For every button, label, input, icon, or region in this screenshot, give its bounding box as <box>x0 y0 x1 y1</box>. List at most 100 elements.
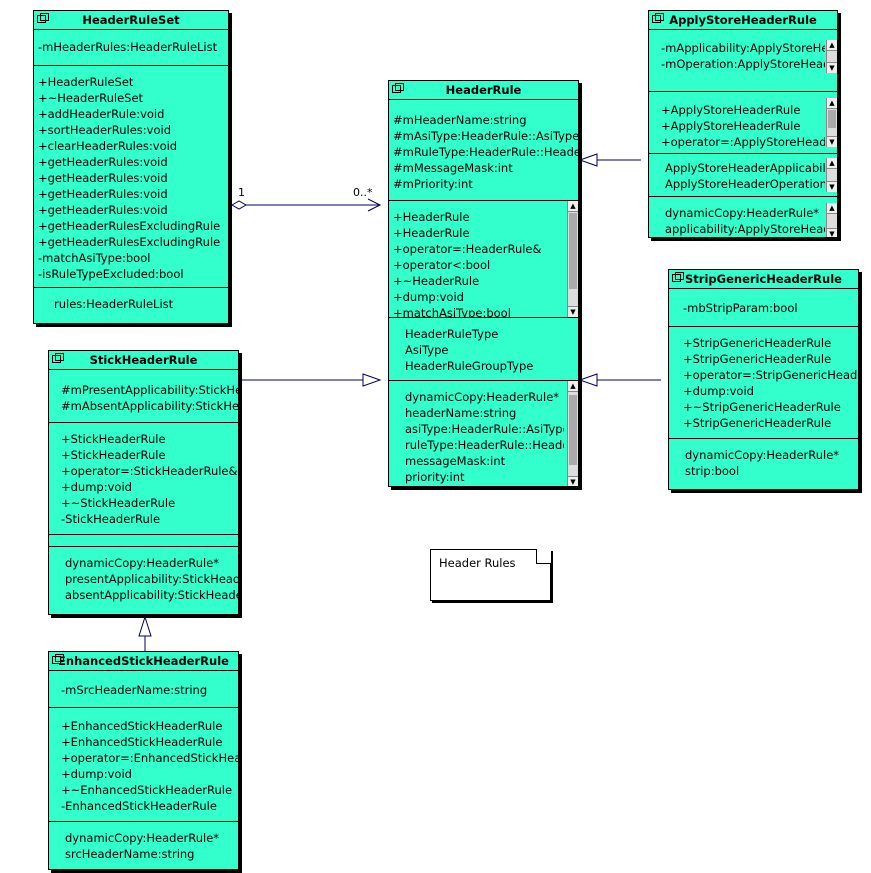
class-header: HeaderRuleSet <box>34 11 228 30</box>
operations-scrollbar[interactable]: ▲▼ <box>567 201 578 317</box>
class-name: HeaderRuleSet <box>82 13 180 27</box>
class-enhanced-stick-header-rule[interactable]: EnhancedStickHeaderRule -mSrcHeaderName:… <box>48 651 239 870</box>
operation: +getHeaderRules:void <box>38 203 168 217</box>
operation: +dump:void <box>393 290 464 304</box>
generalization-applystore <box>578 153 641 167</box>
attribute: -mHeaderRules:HeaderRuleList <box>38 40 218 54</box>
operation: +clearHeaderRules:void <box>38 139 178 153</box>
properties-section: dynamicCopy:HeaderRule* applicability:Ap… <box>649 197 837 237</box>
operation: +getHeaderRules:void <box>38 171 168 185</box>
scroll-thumb[interactable] <box>569 395 577 465</box>
operation: +getHeaderRules:void <box>38 155 168 169</box>
scroll-up-arrow-icon[interactable]: ▲ <box>568 381 578 392</box>
operations-scrollbar[interactable]: ▲▼ <box>826 98 837 147</box>
class-icon <box>672 272 684 282</box>
attribute: #mPresentApplicability:StickHeaderApplic… <box>61 383 238 397</box>
operation: -StickHeaderRule <box>61 512 161 526</box>
operation: +ApplyStoreHeaderRule <box>661 119 801 133</box>
class-icon <box>37 13 49 23</box>
scroll-up-arrow-icon[interactable]: ▲ <box>827 98 837 109</box>
properties-scrollbar[interactable]: ▲▼ <box>567 381 578 486</box>
scroll-up-arrow-icon[interactable]: ▲ <box>827 158 837 169</box>
class-icon <box>52 654 64 664</box>
class-header: HeaderRule <box>389 81 578 100</box>
class-header-rule[interactable]: HeaderRule #mHeaderName:string #mAsiType… <box>388 80 579 487</box>
operation: +operator=:HeaderRule& <box>393 242 542 256</box>
attribute: #mAsiType:HeaderRule::AsiType <box>393 129 578 143</box>
operation: +operator=:EnhancedStickHeaderRule& <box>61 751 238 765</box>
operation: +sortHeaderRules:void <box>38 123 172 137</box>
operation: +~EnhancedStickHeaderRule <box>61 783 233 797</box>
association-ruleset-headerrule <box>230 198 382 212</box>
property: applicability:ApplyStoreHeaderApplicabil… <box>665 222 825 236</box>
attribute: -mOperation:ApplyStoreHeaderOperation <box>661 57 825 71</box>
operation: -EnhancedStickHeaderRule <box>61 799 217 813</box>
attribute: -mApplicability:ApplyStoreHeaderApplicab… <box>661 41 825 55</box>
operation: +ApplyStoreHeaderRule <box>661 103 801 117</box>
class-name: StripGenericHeaderRule <box>685 272 842 286</box>
operation: +dump:void <box>61 767 132 781</box>
operation: +getHeaderRulesExcludingRule <box>38 235 221 249</box>
property: dynamicCopy:HeaderRule* <box>65 556 220 570</box>
generalization-enhancedstick <box>138 615 152 651</box>
property: dynamicCopy:HeaderRule* <box>65 831 220 845</box>
attributes-section: #mHeaderName:string #mAsiType:HeaderRule… <box>389 100 578 201</box>
properties-scrollbar[interactable]: ▲▼ <box>826 203 837 237</box>
scroll-down-arrow-icon[interactable]: ▼ <box>827 62 837 73</box>
class-stick-header-rule[interactable]: StickHeaderRule #mPresentApplicability:S… <box>48 350 239 615</box>
operation: +EnhancedStickHeaderRule <box>61 719 223 733</box>
operation: +HeaderRuleSet <box>38 75 134 89</box>
operation: -isRuleTypeExcluded:bool <box>38 267 184 281</box>
scroll-down-arrow-icon[interactable]: ▼ <box>827 136 837 147</box>
attributes-scrollbar[interactable]: ▲▼ <box>826 40 837 73</box>
property: dynamicCopy:HeaderRule* <box>685 448 840 462</box>
scroll-up-arrow-icon[interactable]: ▲ <box>827 203 837 214</box>
operation: +operator=:StripGenericHeaderRule& <box>683 368 858 382</box>
type-item: HeaderRuleGroupType <box>405 359 534 373</box>
operation: +operator=:StickHeaderRule& <box>61 464 238 478</box>
multiplicity-one: 1 <box>238 186 245 199</box>
class-strip-generic-header-rule[interactable]: StripGenericHeaderRule -mbStripParam:boo… <box>668 269 859 490</box>
class-header: StripGenericHeaderRule <box>669 270 858 289</box>
operation: +operator<:bool <box>393 258 491 272</box>
scroll-down-arrow-icon[interactable]: ▼ <box>827 228 837 237</box>
operations-section: +EnhancedStickHeaderRule +EnhancedStickH… <box>49 708 238 822</box>
class-name: HeaderRule <box>445 83 522 97</box>
scroll-up-arrow-icon[interactable]: ▲ <box>827 40 837 51</box>
scroll-down-arrow-icon[interactable]: ▼ <box>568 306 578 317</box>
operation: +~StickHeaderRule <box>61 496 176 510</box>
scroll-thumb[interactable] <box>828 110 836 128</box>
property: dynamicCopy:HeaderRule* <box>665 206 820 220</box>
operation: +dump:void <box>61 480 132 494</box>
class-apply-store-header-rule[interactable]: ApplyStoreHeaderRule -mApplicability:App… <box>648 10 838 238</box>
properties-section: dynamicCopy:HeaderRule* srcHeaderName:st… <box>49 822 238 866</box>
attribute: #mPriority:int <box>393 177 473 191</box>
operation: +dump:void <box>683 384 754 398</box>
property: priority:int <box>405 470 465 484</box>
types-scrollbar[interactable]: ▲▼ <box>826 158 837 192</box>
class-header-rule-set[interactable]: HeaderRuleSet -mHeaderRules:HeaderRuleLi… <box>33 10 229 324</box>
operation: +EnhancedStickHeaderRule <box>61 735 223 749</box>
empty-section <box>49 535 238 547</box>
attribute: #mAbsentApplicability:StickHeaderApplica… <box>61 399 238 413</box>
note-fold-corner <box>536 549 551 564</box>
property: rules:HeaderRuleList <box>54 297 174 311</box>
operation: +~HeaderRule <box>393 274 480 288</box>
class-header: StickHeaderRule <box>49 351 238 370</box>
scroll-up-arrow-icon[interactable]: ▲ <box>568 201 578 212</box>
scroll-down-arrow-icon[interactable]: ▼ <box>568 476 578 486</box>
note-header-rules[interactable]: Header Rules <box>430 549 551 601</box>
type-item: ApplyStoreHeaderOperation <box>665 177 825 191</box>
types-section: ApplyStoreHeaderApplicability ApplyStore… <box>649 154 837 197</box>
types-section: HeaderRuleType AsiType HeaderRuleGroupTy… <box>389 318 578 381</box>
properties-section: dynamicCopy:HeaderRule* strip:bool <box>669 439 858 483</box>
operation: +HeaderRule <box>393 210 470 224</box>
properties-section: dynamicCopy:HeaderRule* presentApplicabi… <box>49 547 238 607</box>
property: srcHeaderName:string <box>65 847 195 861</box>
scroll-thumb[interactable] <box>569 213 577 289</box>
type-item: AsiType <box>405 343 449 357</box>
scroll-down-arrow-icon[interactable]: ▼ <box>827 181 837 192</box>
operations-section: +ApplyStoreHeaderRule +ApplyStoreHeaderR… <box>649 92 837 154</box>
attribute: -mbStripParam:bool <box>683 301 798 315</box>
